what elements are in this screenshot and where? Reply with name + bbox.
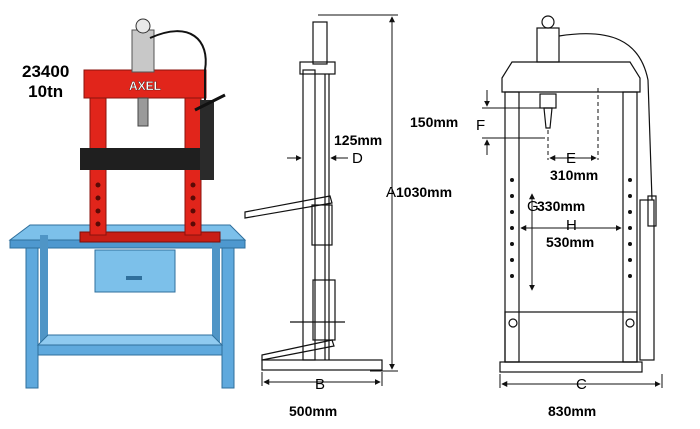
bench-shelf-edge <box>37 344 223 356</box>
front-upright-holes <box>510 178 632 278</box>
dim-letter-F: F <box>476 117 485 134</box>
dim-value-A: 1030mm <box>396 184 452 200</box>
front-base <box>499 361 643 373</box>
bench-leg-back-left <box>40 235 48 355</box>
bench-leg-front-left <box>25 247 39 389</box>
front-top-beam <box>501 61 641 93</box>
press-ram <box>137 97 149 127</box>
front-view-drawing <box>499 15 657 373</box>
pump-handle <box>194 93 226 112</box>
front-pump <box>639 199 655 361</box>
bench-drawer <box>94 249 176 293</box>
dim-letter-E: E <box>566 150 576 167</box>
front-gauge-icon <box>541 15 555 29</box>
front-ram <box>539 93 557 109</box>
model-code: 23400 <box>22 62 70 81</box>
bench-leg-front-right <box>221 247 235 389</box>
upright-holes <box>95 182 196 227</box>
pressure-gauge-icon <box>135 18 151 34</box>
front-cylinder <box>536 27 560 63</box>
front-hose <box>558 33 653 201</box>
press-bed <box>80 148 210 170</box>
dim-letter-B: B <box>315 376 325 393</box>
front-view-dimensions <box>482 88 663 388</box>
side-view-drawing <box>244 21 383 371</box>
dim-value-D: 125mm <box>334 132 382 148</box>
side-pump-lever <box>244 195 333 219</box>
dim-letter-D: D <box>352 150 363 167</box>
bench-leg-back-right <box>212 235 220 355</box>
dim-value-B: 500mm <box>289 403 337 419</box>
side-column-cap <box>299 61 336 75</box>
dim-value-G: 330mm <box>537 198 585 214</box>
dim-value-F: 150mm <box>410 114 458 130</box>
dim-value-E: 310mm <box>550 167 598 183</box>
side-base <box>261 359 383 371</box>
dim-letter-A: A <box>386 184 396 201</box>
press-base <box>79 231 221 243</box>
press-photo: AXEL <box>8 18 247 389</box>
side-pump-body <box>311 204 333 246</box>
hydraulic-hose <box>149 30 207 100</box>
side-view-dimensions <box>261 14 398 386</box>
hand-pump-unit <box>200 100 214 180</box>
side-foot-pedal <box>261 339 335 361</box>
press-cylinder <box>131 29 155 73</box>
model-capacity: 10tn <box>28 82 64 101</box>
brand-logo: AXEL <box>129 79 161 93</box>
dim-letter-C: C <box>576 376 587 393</box>
dim-value-C: 830mm <box>548 403 596 419</box>
bench-shelf <box>36 334 224 346</box>
dim-letter-G: G <box>527 198 539 215</box>
dim-letter-H: H <box>566 217 577 234</box>
model-label: 23400 10tn <box>22 62 69 102</box>
side-column-top <box>312 21 328 65</box>
dim-value-H: 530mm <box>546 234 594 250</box>
drawer-handle <box>126 276 142 280</box>
front-bed <box>504 311 638 363</box>
